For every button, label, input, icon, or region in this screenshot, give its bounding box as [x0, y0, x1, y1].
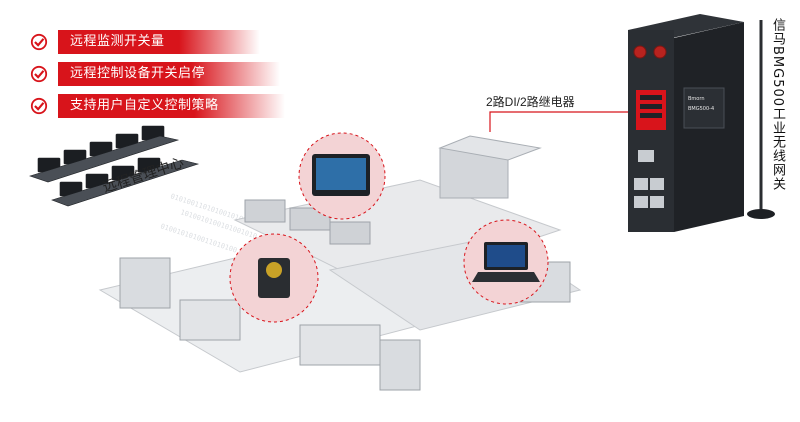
gateway-label: 信马BMG500工业无线网关 — [770, 18, 785, 192]
control-center-desks — [29, 125, 200, 207]
feature-label: 远程监测开关量 — [58, 30, 260, 54]
check-circle-icon — [30, 97, 48, 115]
camera-bubble — [229, 233, 319, 323]
relay-label: 2路DI/2路继电器 — [486, 95, 575, 109]
device-brand: Bmorn — [688, 96, 705, 102]
feature-label: 远程控制设备开关启停 — [58, 62, 280, 86]
feature-item: 远程监测开关量 — [30, 30, 260, 54]
check-circle-icon — [30, 33, 48, 51]
feature-item: 支持用户自定义控制策略 — [30, 94, 285, 118]
feature-item: 远程控制设备开关启停 — [30, 62, 280, 86]
relay-connection-line — [489, 111, 634, 132]
hmi-bubble — [298, 132, 386, 220]
check-circle-icon — [30, 65, 48, 83]
gateway-device: Bmorn BMG500-4 — [628, 14, 744, 232]
device-model: BMG500-4 — [688, 106, 714, 112]
feature-label: 支持用户自定义控制策略 — [58, 94, 285, 118]
laptop-bubble — [463, 219, 549, 305]
